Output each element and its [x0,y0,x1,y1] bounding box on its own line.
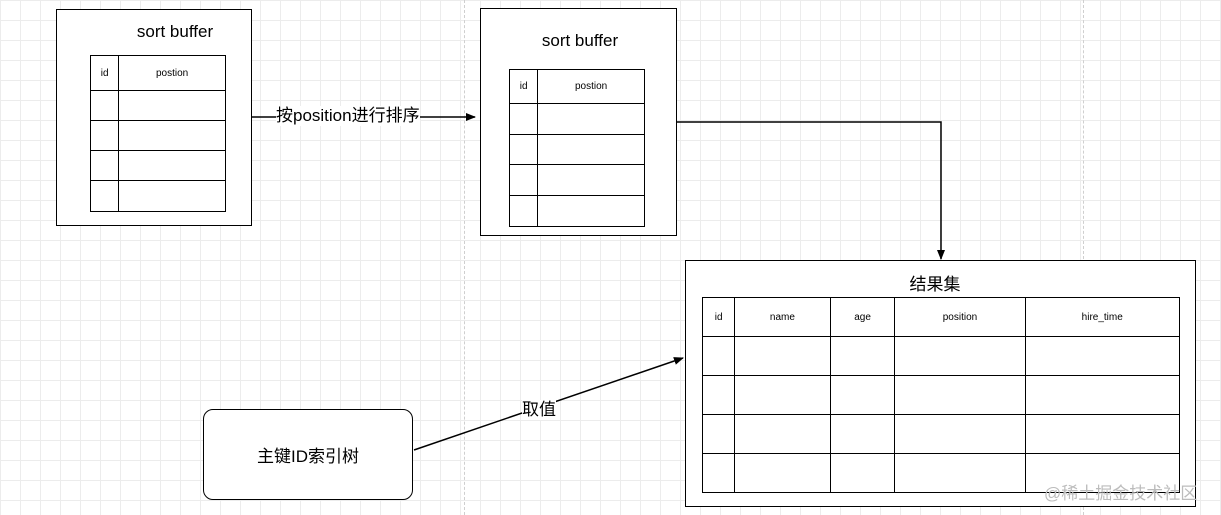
table-cell [829,414,896,454]
table-cell [1024,453,1180,493]
table-cell [537,164,645,196]
table-cell [701,453,736,493]
table-cell [118,180,226,212]
column-header: id [508,69,539,104]
table-cell [734,414,831,454]
sort-buffer-2-title: sort buffer [541,31,619,50]
sort-arrow-label: 按position进行排序 [276,106,420,126]
table-cell [1024,414,1180,454]
primary-key-index-box: 主键ID索引树 [203,409,413,500]
result-arrow [677,121,945,260]
sort-buffer-2-table: id postion [508,69,645,227]
table-cell [508,164,539,196]
guide-line-left [464,0,465,515]
table-cell [829,375,896,415]
table-cell [734,336,831,376]
column-header: id [701,297,736,337]
column-header: postion [537,69,645,104]
column-header: age [829,297,896,337]
table-cell [701,375,736,415]
table-cell [1024,336,1180,376]
sort-buffer-1-title: sort buffer [136,22,214,41]
table-cell [829,453,896,493]
table-cell [537,103,645,135]
table-cell [537,134,645,165]
table-cell [701,336,736,376]
table-cell [701,414,736,454]
table-cell [894,453,1026,493]
table-cell [734,453,831,493]
fetch-arrow-label: 取值 [522,400,556,420]
table-cell [829,336,896,376]
table-cell [89,180,120,212]
column-header: hire_time [1024,297,1180,337]
table-cell [508,134,539,165]
table-cell [894,414,1026,454]
table-cell [508,195,539,227]
table-cell [734,375,831,415]
table-cell [537,195,645,227]
table-cell [894,336,1026,376]
table-cell [118,90,226,121]
table-cell [508,103,539,135]
table-cell [118,120,226,151]
column-header: postion [118,55,226,91]
table-cell [89,120,120,151]
table-cell [894,375,1026,415]
column-header: position [894,297,1026,337]
guide-line-right [1083,0,1084,515]
watermark: @稀土掘金技术社区 [1044,484,1198,503]
result-set-table: id name age position hire_time [701,297,1180,493]
result-set-title: 结果集 [909,275,961,294]
table-cell [118,150,226,181]
sort-buffer-1-table: id postion [89,55,226,212]
table-cell [89,90,120,121]
table-cell [1024,375,1180,415]
primary-key-index-label: 主键ID索引树 [257,447,359,466]
column-header: id [89,55,120,91]
table-cell [89,150,120,181]
column-header: name [734,297,831,337]
